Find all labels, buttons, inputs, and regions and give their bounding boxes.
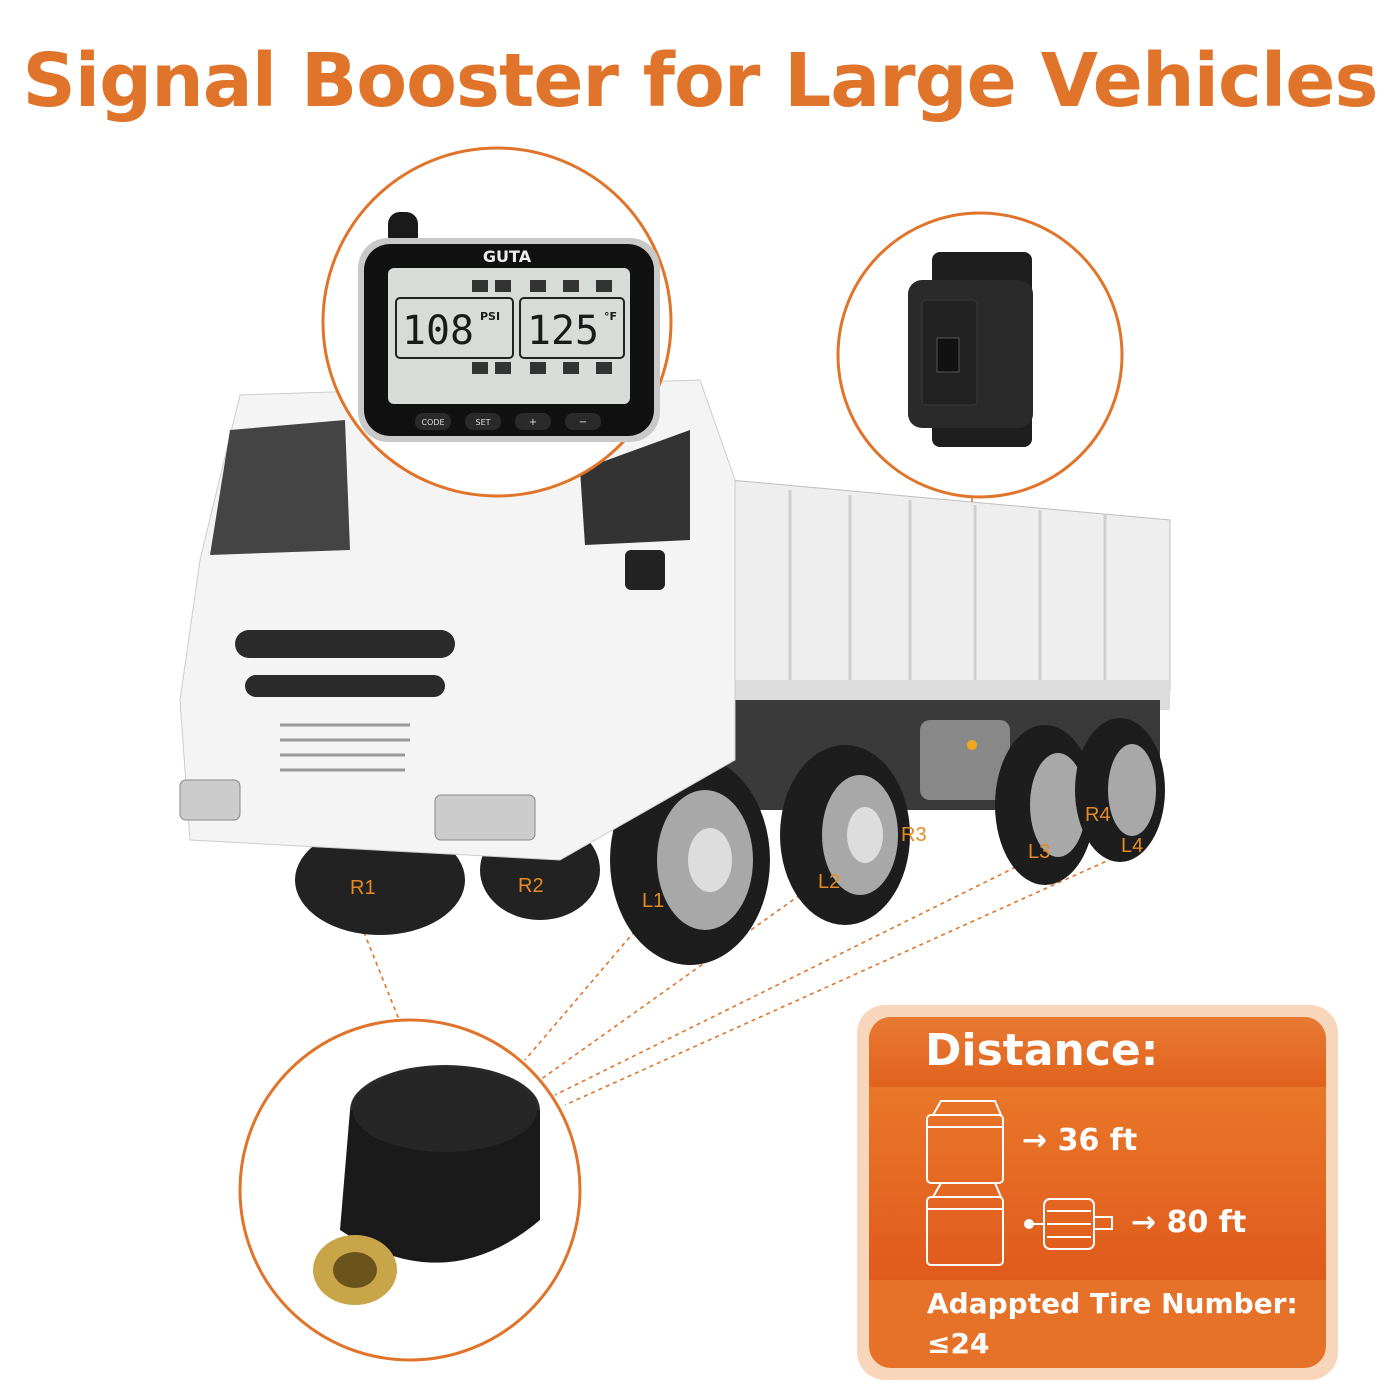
tire-number-value: ≤24 [927, 1327, 990, 1360]
tire-label-r4: R4 [1085, 804, 1111, 826]
tire-label-l2: L2 [818, 871, 840, 893]
range-without-booster: → 36 ft [1022, 1123, 1138, 1158]
set-button: SET [475, 418, 490, 427]
tire-label-l4: L4 [1121, 835, 1143, 857]
monitor-callout: GUTA 108 PSI 125 °F CODE SET + − [321, 146, 673, 498]
pressure-unit: PSI [480, 310, 500, 323]
tire-label-r3: R3 [901, 824, 927, 846]
range-with-booster: → 80 ft [1131, 1205, 1247, 1240]
tire-label-l3: L3 [1028, 841, 1050, 863]
distance-heading: Distance: [869, 1017, 1326, 1087]
wheels [295, 718, 1165, 965]
distance-panel: Distance: → 36 ft → 80 ft [857, 1005, 1338, 1380]
monitor-icon [926, 1182, 1004, 1266]
sensor-callout [238, 1018, 582, 1362]
temperature-reading: 125 [527, 308, 599, 354]
tire-label-r1: R1 [350, 877, 376, 899]
code-button: CODE [421, 418, 444, 427]
pressure-reading: 108 [402, 308, 474, 354]
tire-label-l1: L1 [642, 890, 664, 912]
dump-truck [179, 379, 1171, 965]
tire-labels: R1 R2 L1 L2 R3 L3 R4 L4 [350, 804, 1143, 912]
booster-callout [836, 211, 1124, 499]
distance-icons [926, 1100, 1113, 1266]
monitor-brand: GUTA [483, 247, 532, 266]
monitor-buttons: CODE SET + − [415, 413, 601, 430]
monitor-icon [926, 1100, 1004, 1184]
tire-number-label: Adappted Tire Number: [927, 1287, 1298, 1320]
page-title: Signal Booster for Large Vehicles [22, 38, 1378, 124]
tire-label-r2: R2 [518, 875, 544, 897]
plus-button: + [529, 417, 537, 428]
minus-button: − [579, 417, 587, 428]
booster-icon [1029, 1198, 1113, 1250]
temperature-unit: °F [604, 310, 617, 323]
